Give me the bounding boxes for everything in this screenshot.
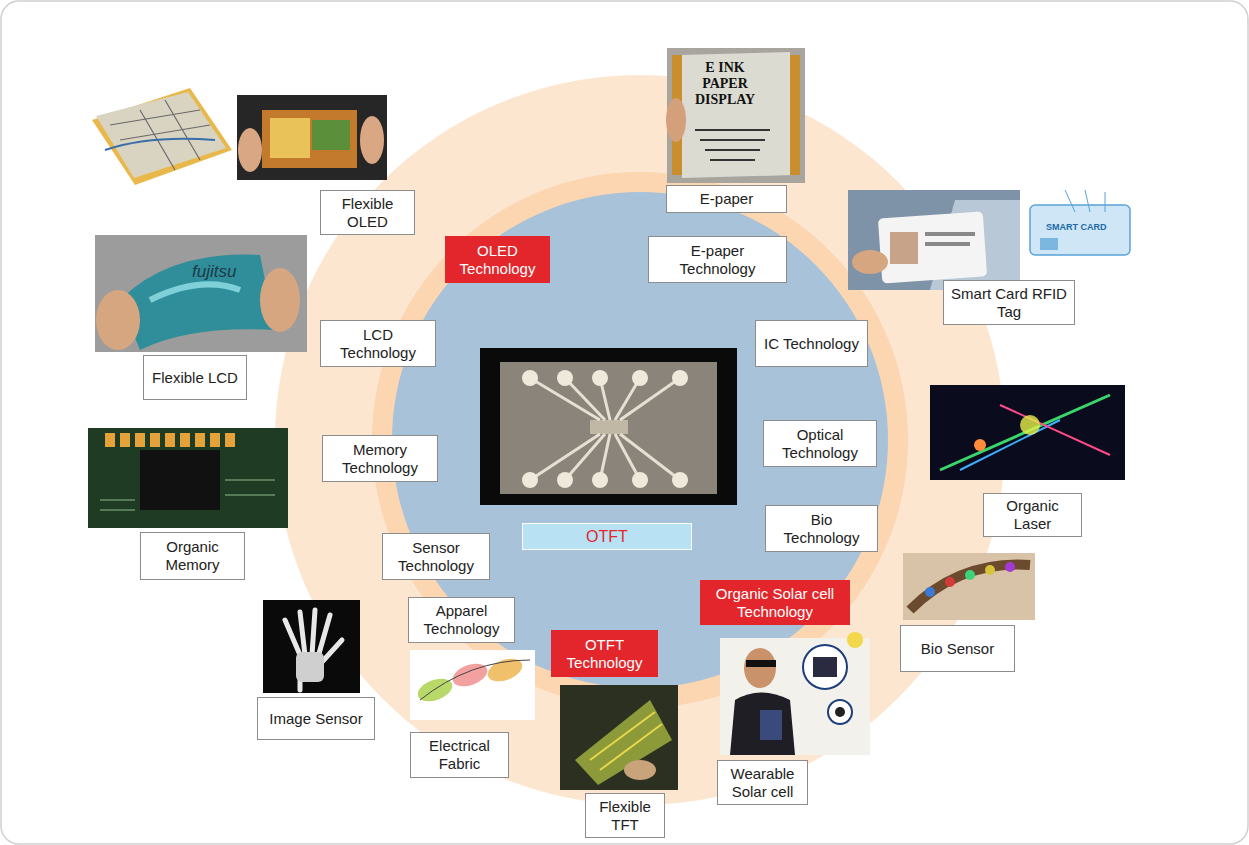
node-text: Image Sensor (269, 710, 362, 728)
application-box: Electrical Fabric (410, 732, 509, 778)
node-text: Organic Solar cell Technology (707, 585, 843, 621)
node-text: OTFT (586, 527, 628, 546)
technology-box: E-paper Technology (648, 236, 787, 283)
application-box: Flexible OLED (320, 190, 415, 235)
application-box: Bio Sensor (900, 625, 1015, 672)
node-text: OLED Technology (452, 242, 543, 278)
application-box: Flexible TFT (585, 793, 665, 838)
technology-box: IC Technology (755, 320, 868, 367)
node-text: Sensor Technology (389, 539, 483, 575)
node-text: Flexible OLED (327, 195, 408, 231)
application-box: Wearable Solar cell (717, 760, 808, 805)
photo-text: SMART CARD (1046, 222, 1107, 232)
node-text: Organic Laser (990, 497, 1075, 533)
node-text: Smart Card RFID Tag (950, 285, 1068, 321)
application-box: Flexible LCD (143, 355, 247, 400)
application-box: Image Sensor (257, 697, 375, 740)
technology-box: Bio Technology (765, 505, 878, 552)
node-text: IC Technology (764, 335, 859, 353)
technology-box: Optical Technology (763, 420, 877, 467)
node-text: Wearable Solar cell (724, 765, 801, 801)
photo-text: fujitsu (192, 262, 236, 282)
node-text: Apparel Technology (415, 602, 508, 638)
node-text: Bio Sensor (921, 640, 994, 658)
node-text: Organic Memory (147, 538, 238, 574)
technology-box: OLED Technology (445, 236, 550, 283)
technology-box: OTFT Technology (551, 630, 658, 677)
node-text: OTFT Technology (558, 636, 651, 672)
node-text: Flexible LCD (152, 369, 238, 387)
node-text: Memory Technology (329, 441, 431, 477)
node-text: E-paper (700, 190, 753, 208)
node-text: Flexible TFT (592, 798, 658, 834)
application-box: Smart Card RFID Tag (943, 280, 1075, 325)
technology-box: Sensor Technology (382, 533, 490, 580)
application-box: E-paper (666, 185, 787, 213)
node-text: LCD Technology (327, 326, 429, 362)
technology-box: Apparel Technology (408, 597, 515, 643)
technology-box: LCD Technology (320, 320, 436, 367)
node-text: Bio Technology (772, 511, 871, 547)
application-box: Organic Memory (140, 532, 245, 580)
photo-text: E INK PAPER DISPLAY (695, 60, 755, 108)
node-text: Optical Technology (770, 426, 870, 462)
node-text: E-paper Technology (655, 242, 780, 278)
center-label: OTFT (522, 523, 692, 550)
node-text: Electrical Fabric (417, 737, 502, 773)
technology-box: Organic Solar cell Technology (700, 580, 850, 625)
application-box: Organic Laser (983, 493, 1082, 537)
technology-box: Memory Technology (322, 435, 438, 482)
